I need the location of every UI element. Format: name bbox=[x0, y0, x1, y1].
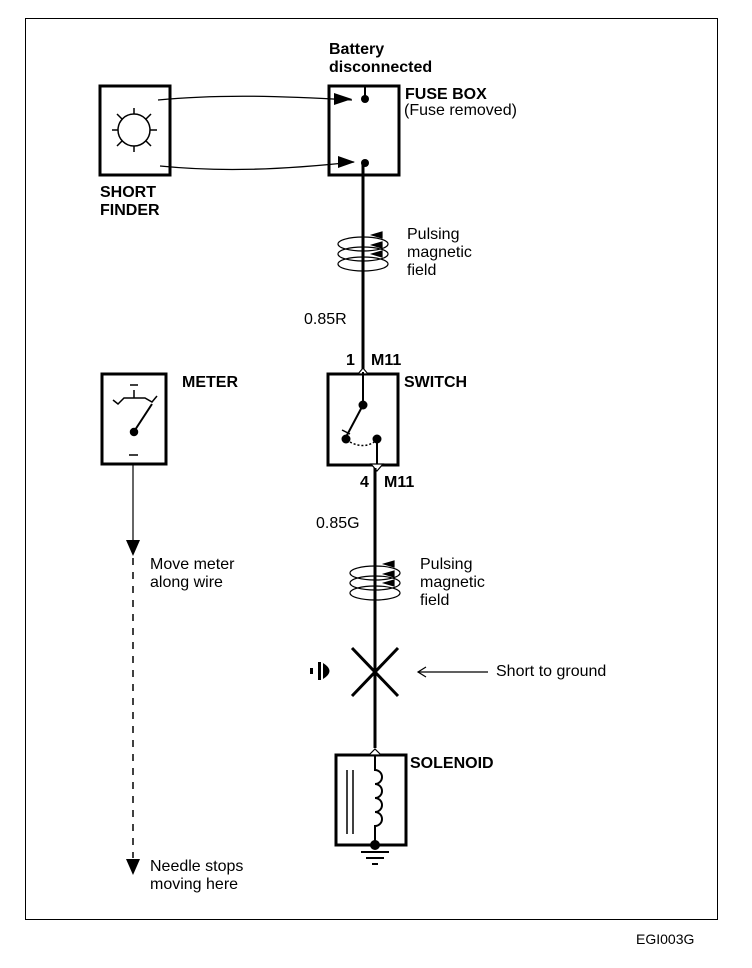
diagram-border bbox=[25, 18, 718, 920]
short-finder-label: SHORT FINDER bbox=[100, 184, 160, 220]
switch-box bbox=[326, 367, 400, 472]
switch-top-pin: 1 bbox=[346, 352, 355, 369]
field-note-lower: Pulsing magnetic field bbox=[420, 556, 485, 610]
meter-label: METER bbox=[182, 374, 238, 391]
wire-label-lower: 0.85G bbox=[316, 515, 360, 532]
solenoid-label: SOLENOID bbox=[410, 755, 494, 772]
short-finder-label-line2: FINDER bbox=[100, 202, 160, 219]
wire-label-upper: 0.85R bbox=[304, 311, 347, 328]
short-finder-label-line1: SHORT bbox=[100, 184, 156, 201]
instruction-end-line2: moving here bbox=[150, 876, 239, 893]
ground-symbol-icon bbox=[310, 662, 330, 680]
battery-note-line2: disconnected bbox=[329, 59, 433, 76]
magnetic-field-icon-lower bbox=[349, 560, 401, 601]
field-note-line1: Pulsing bbox=[420, 556, 473, 573]
instruction-start-line1: Move meter bbox=[150, 556, 235, 573]
fuse-terminal-top bbox=[361, 95, 369, 103]
switch-top-connector: M11 bbox=[371, 352, 402, 369]
field-note-line2: magnetic bbox=[420, 574, 485, 591]
test-lead-upper bbox=[157, 95, 353, 101]
move-arrow-end bbox=[126, 859, 140, 875]
field-note-line3: field bbox=[407, 262, 437, 279]
switch-bottom-pin: 4 bbox=[360, 474, 369, 491]
meter-box bbox=[100, 372, 168, 466]
short-point-icon bbox=[350, 646, 400, 698]
instruction-end-line1: Needle stops bbox=[150, 858, 244, 875]
field-note-line1: Pulsing bbox=[407, 226, 460, 243]
instruction-start-line2: along wire bbox=[150, 574, 223, 591]
coil-icon bbox=[374, 755, 383, 845]
short-note: Short to ground bbox=[496, 663, 607, 680]
field-note-line3: field bbox=[420, 592, 450, 609]
field-note-line2: magnetic bbox=[407, 244, 472, 261]
meter-needle-icon bbox=[112, 384, 158, 437]
meter-instruction-end: Needle stops moving here bbox=[150, 858, 243, 894]
battery-note: Battery disconnected bbox=[329, 41, 432, 77]
switch-label: SWITCH bbox=[404, 374, 468, 391]
test-lead-lower bbox=[159, 161, 355, 171]
figure-id: EGI003G bbox=[636, 931, 695, 947]
meter-instruction-start: Move meter along wire bbox=[150, 556, 234, 592]
magnetic-field-icon-upper bbox=[337, 231, 389, 272]
fuse-box-label: FUSE BOX bbox=[405, 86, 487, 103]
field-note-upper: Pulsing magnetic field bbox=[407, 226, 472, 280]
short-finder-box bbox=[98, 84, 172, 177]
switch-bottom-connector: M11 bbox=[384, 474, 415, 491]
bulb-icon bbox=[112, 108, 157, 152]
move-arrow-start bbox=[126, 540, 140, 556]
lead-arrow-upper bbox=[334, 93, 352, 105]
lead-arrow-lower bbox=[338, 156, 355, 168]
fuse-box-note: (Fuse removed) bbox=[404, 102, 517, 119]
solenoid-box bbox=[334, 748, 408, 865]
battery-note-line1: Battery bbox=[329, 41, 385, 58]
